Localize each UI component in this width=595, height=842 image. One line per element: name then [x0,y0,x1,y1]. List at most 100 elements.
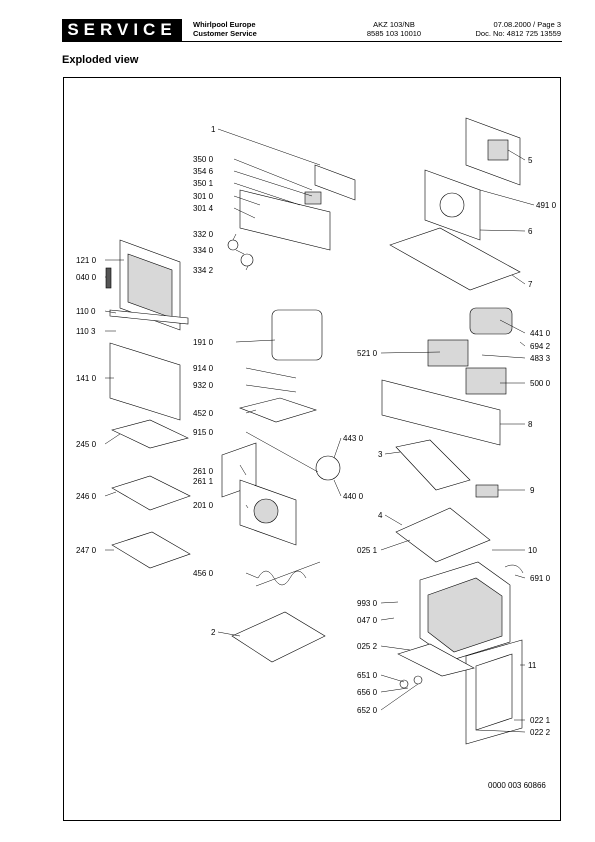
header-rule [62,41,562,42]
label-354-6: 354 6 [193,167,214,176]
inner-glass-part [109,342,181,421]
label-691-0: 691 0 [530,574,551,583]
label-456-0: 456 0 [193,569,214,578]
control-panel-part [239,189,331,251]
fan-part [315,455,341,481]
label-443-0: 443 0 [343,434,364,443]
module-part [427,339,469,367]
label-301-4: 301 4 [193,204,214,213]
label-201-0: 201 0 [193,501,214,510]
doc-number: Doc. No: 4812 725 13559 [475,29,561,38]
lamp-socket-part [413,675,423,685]
department-name: Customer Service [193,29,257,38]
label-932-0: 932 0 [193,381,214,390]
bottom-plate-part [231,611,326,663]
label-652-0: 652 0 [357,706,378,715]
label-261-0: 261 0 [193,467,214,476]
label-4: 4 [378,511,383,520]
label-334-2: 334 2 [193,266,214,275]
glass-insert-part [271,309,323,361]
knob-part [227,239,239,251]
label-245-0: 245 0 [76,440,97,449]
service-badge: SERVICE [62,19,182,41]
top-strip-part [314,164,356,201]
label-022-2: 022 2 [530,728,551,737]
fan-motor-part [469,307,513,335]
doc-block: 07.08.2000 / Page 3 Doc. No: 4812 725 13… [445,20,561,38]
lower-strip-part [397,643,475,677]
label-022-1: 022 1 [530,716,551,725]
label-915-0: 915 0 [193,428,214,437]
hinge-part [105,267,112,289]
wire-rack-part [111,419,189,449]
label-110-0: 110 0 [76,307,96,316]
label-040-0: 040 0 [76,273,97,282]
top-element-part [239,397,317,423]
label-246-0: 246 0 [76,492,97,501]
lamp-part [399,679,409,689]
label-191-0: 191 0 [193,338,214,347]
label-247-0: 247 0 [76,546,97,555]
fan-grille-part [253,498,279,524]
label-350-0: 350 0 [193,155,214,164]
label-025-1: 025 1 [357,546,378,555]
date-page: 07.08.2000 / Page 3 [493,20,561,29]
floor-panel-part [395,507,491,563]
label-440-0: 440 0 [343,492,364,501]
label-332-0: 332 0 [193,230,214,239]
label-025-2: 025 2 [357,642,378,651]
label-491-0: 491 0 [536,201,557,210]
label-651-0: 651 0 [357,671,378,680]
label-11: 11 [528,661,537,670]
cavity-inner-part [427,577,503,653]
side-panel-part [395,439,471,491]
fan-cover-part [439,192,465,218]
tray-part [111,475,191,511]
drawing-number: 0000 003 60866 [488,781,546,790]
lamp-cable-part [504,564,524,574]
label-993-0: 993 0 [357,599,378,608]
label-521-0: 521 0 [357,349,378,358]
label-656-0: 656 0 [357,688,378,697]
label-500-0: 500 0 [530,379,551,388]
section-title: Exploded view [62,54,139,66]
label-1: 1 [211,125,216,134]
board-part [465,367,507,395]
part-number: 8585 103 10010 [366,29,422,38]
diagram-frame [63,77,561,821]
company-block: Whirlpool Europe Customer Service [193,20,257,38]
label-110-3: 110 3 [76,327,96,336]
label-7: 7 [528,280,533,289]
handle-strip-part [109,309,189,325]
label-8: 8 [528,420,533,429]
label-334-0: 334 0 [193,246,214,255]
label-10: 10 [528,546,537,555]
label-6: 6 [528,227,533,236]
knob-large-part [240,253,254,267]
label-2: 2 [211,628,216,637]
deep-tray-part [111,531,191,569]
label-694-2: 694 2 [530,342,551,351]
company-name: Whirlpool Europe [193,20,256,29]
label-9: 9 [530,486,535,495]
housing-base-part [381,379,501,446]
label-914-0: 914 0 [193,364,214,373]
label-3: 3 [378,450,383,459]
label-483-3: 483 3 [530,354,551,363]
label-5: 5 [528,156,533,165]
label-350-1: 350 1 [193,179,214,188]
label-261-1: 261 1 [193,477,214,486]
label-452-0: 452 0 [193,409,214,418]
label-121-0: 121 0 [76,256,97,265]
switch-part [304,191,322,205]
back-vent-part [487,139,509,161]
top-plate-part [389,227,521,291]
label-301-0: 301 0 [193,192,214,201]
front-frame-window [475,653,513,731]
bottom-element-part [255,561,321,587]
vent-part [475,484,499,498]
model-name: AKZ 103/NB [373,20,415,29]
part-labels: 1 350 0 354 6 350 1 301 0 301 4 332 0 33… [76,125,557,790]
label-047-0: 047 0 [357,616,378,625]
